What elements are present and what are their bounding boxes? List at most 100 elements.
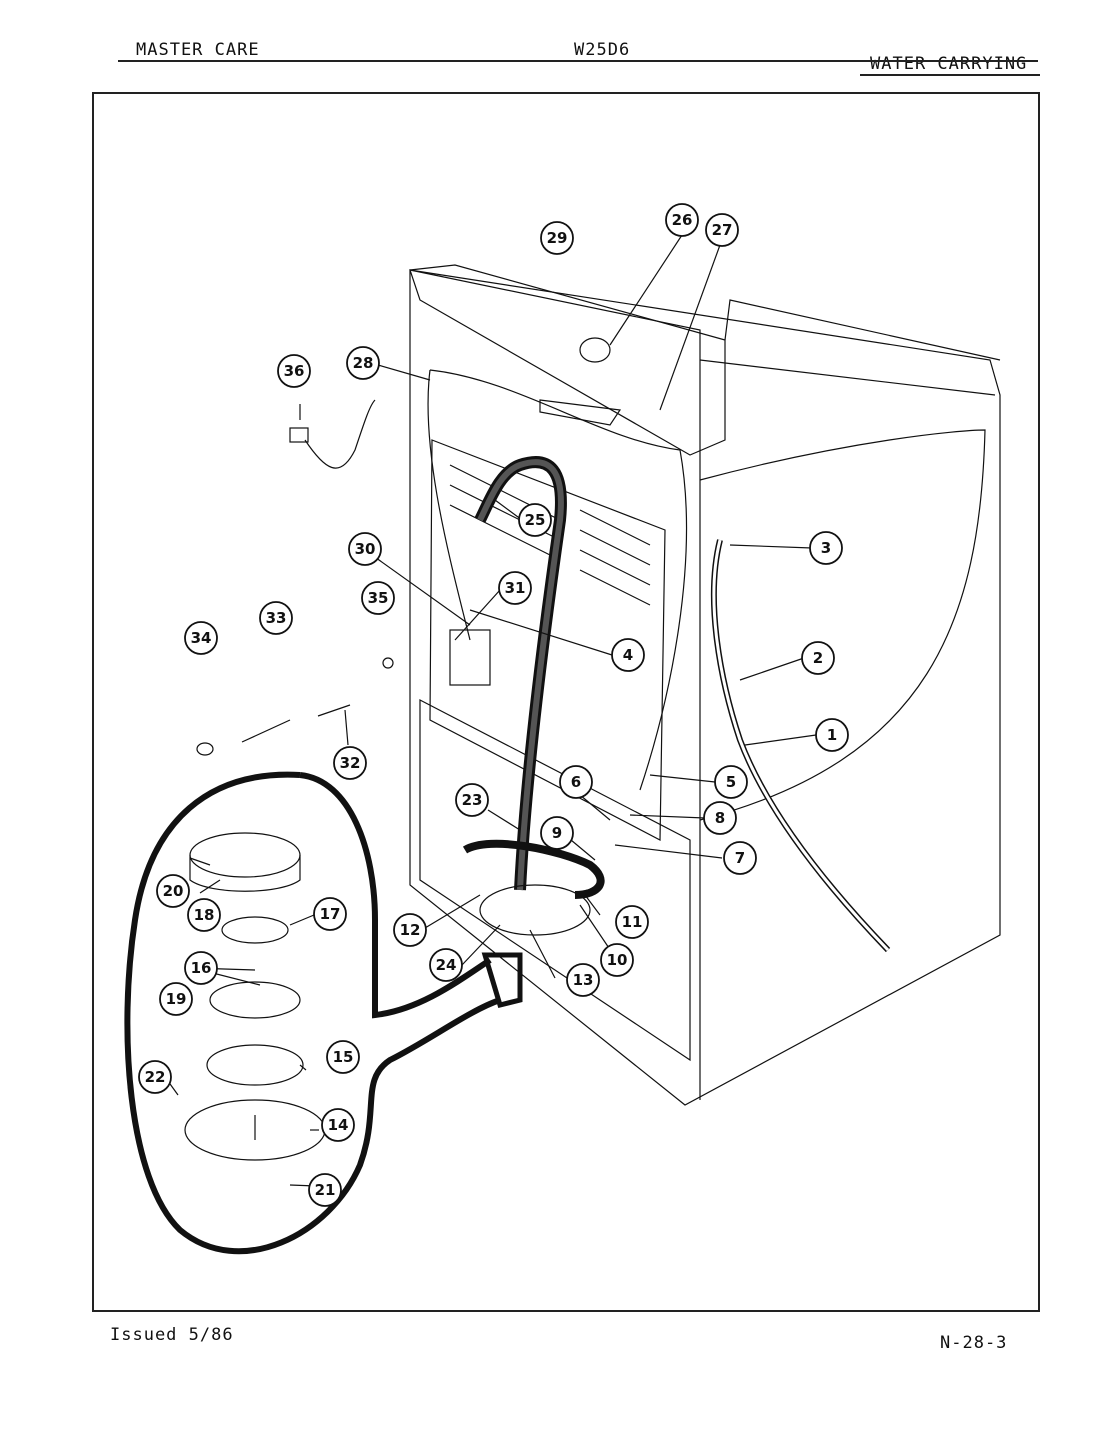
callout-number: 8 [715, 809, 725, 827]
callout-3: 3 [809, 531, 843, 565]
callout-circle [705, 213, 739, 247]
callout-25: 25 [518, 503, 552, 537]
callout-9: 9 [540, 816, 574, 850]
callout-circle [184, 951, 218, 985]
callout-number: 10 [607, 951, 628, 969]
callout-number: 22 [145, 1068, 166, 1086]
callout-circle [615, 905, 649, 939]
callout-circle [559, 765, 593, 799]
callout-2: 2 [801, 641, 835, 675]
callout-4: 4 [611, 638, 645, 672]
callout-1: 1 [815, 718, 849, 752]
callout-32: 32 [333, 746, 367, 780]
callout-circle [361, 581, 395, 615]
callout-number: 30 [355, 540, 376, 558]
callout-number: 36 [284, 362, 305, 380]
callout-number: 11 [622, 913, 643, 931]
callout-number: 9 [552, 824, 562, 842]
callout-number: 12 [400, 921, 421, 939]
callout-circle [348, 532, 382, 566]
callout-circle [600, 943, 634, 977]
callout-circle [540, 221, 574, 255]
callout-number: 25 [525, 511, 546, 529]
callout-number: 2 [813, 649, 823, 667]
callout-31: 31 [498, 571, 532, 605]
callout-7: 7 [723, 841, 757, 875]
callout-number: 18 [194, 906, 215, 924]
callout-circle [187, 898, 221, 932]
callout-number: 4 [623, 646, 633, 664]
callout-circle [138, 1060, 172, 1094]
callout-15: 15 [326, 1040, 360, 1074]
callout-17: 17 [313, 897, 347, 931]
callout-number: 3 [821, 539, 831, 557]
header-left-title: MASTER CARE [136, 40, 260, 60]
callout-number: 16 [191, 959, 212, 977]
callout-number: 6 [571, 773, 581, 791]
diagram-frame [92, 92, 1040, 1312]
header-model-number: W25D6 [574, 40, 631, 60]
callout-number: 13 [573, 971, 594, 989]
callout-number: 35 [368, 589, 389, 607]
footer-page-number: N-28-3 [940, 1333, 1008, 1353]
callout-23: 23 [455, 783, 489, 817]
callout-circle [429, 948, 463, 982]
callout-19: 19 [159, 982, 193, 1016]
header-section-title: WATER CARRYING [870, 54, 1028, 74]
washer-cabinet [124, 234, 1001, 1255]
callout-number: 1 [827, 726, 837, 744]
callout-6: 6 [559, 765, 593, 799]
callout-16: 16 [184, 951, 218, 985]
callout-circle [313, 897, 347, 931]
callout-36: 36 [277, 354, 311, 388]
callout-number: 15 [333, 1048, 354, 1066]
callout-22: 22 [138, 1060, 172, 1094]
callout-circle [815, 718, 849, 752]
callout-number: 24 [436, 956, 457, 974]
callout-number: 26 [672, 211, 693, 229]
callout-circle [540, 816, 574, 850]
callout-circle [156, 874, 190, 908]
callout-35: 35 [361, 581, 395, 615]
callout-circle [518, 503, 552, 537]
callout-26: 26 [665, 203, 699, 237]
callout-number: 33 [266, 609, 287, 627]
callout-circle [308, 1173, 342, 1207]
callout-10: 10 [600, 943, 634, 977]
callout-28: 28 [346, 346, 380, 380]
callout-number: 19 [166, 990, 187, 1008]
header-rule-right [860, 74, 1040, 76]
callout-circle [333, 746, 367, 780]
callout-20: 20 [156, 874, 190, 908]
callout-circle [498, 571, 532, 605]
callout-number: 21 [315, 1181, 336, 1199]
callout-circle [714, 765, 748, 799]
footer-issued-date: Issued 5/86 [110, 1325, 234, 1345]
callout-12: 12 [393, 913, 427, 947]
callout-circle [321, 1108, 355, 1142]
callout-number: 29 [547, 229, 568, 247]
callout-circle [326, 1040, 360, 1074]
callout-29: 29 [540, 221, 574, 255]
callout-circle [611, 638, 645, 672]
callout-circle [159, 982, 193, 1016]
callout-number: 31 [505, 579, 526, 597]
callout-circle [801, 641, 835, 675]
callout-34: 34 [184, 621, 218, 655]
callout-8: 8 [703, 801, 737, 835]
callout-11: 11 [615, 905, 649, 939]
callout-number: 7 [735, 849, 745, 867]
callout-circle [259, 601, 293, 635]
callout-14: 14 [321, 1108, 355, 1142]
callout-circle [809, 531, 843, 565]
callout-number: 14 [328, 1116, 349, 1134]
callout-18: 18 [187, 898, 221, 932]
header-rule [118, 60, 1038, 62]
callout-13: 13 [566, 963, 600, 997]
callout-21: 21 [308, 1173, 342, 1207]
callout-circle [723, 841, 757, 875]
callout-circle [665, 203, 699, 237]
callout-number: 32 [340, 754, 361, 772]
callout-number: 17 [320, 905, 341, 923]
